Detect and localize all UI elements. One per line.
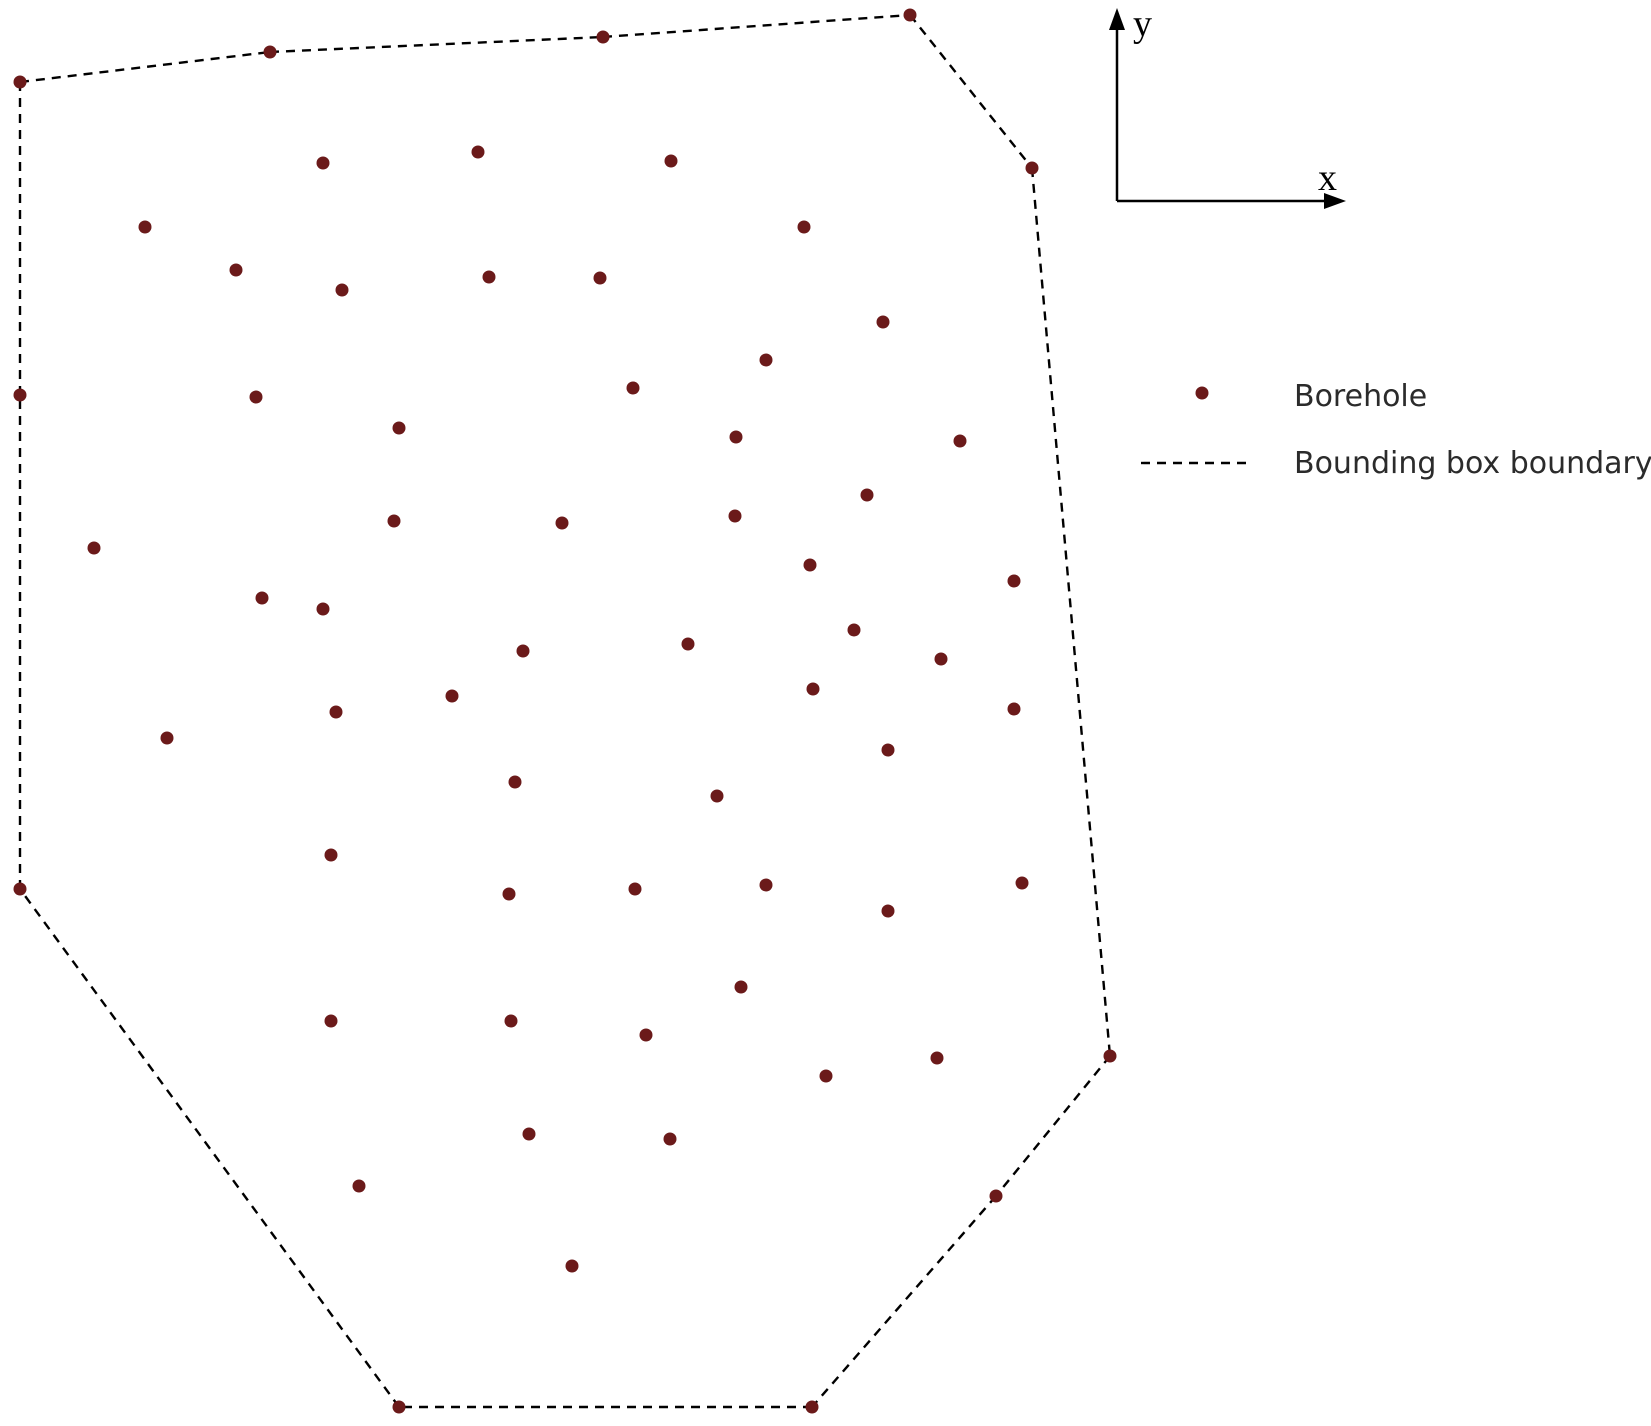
borehole-point — [876, 315, 890, 329]
borehole-point — [482, 270, 496, 284]
borehole-point — [881, 904, 895, 918]
borehole-point — [710, 789, 724, 803]
borehole-point — [797, 220, 811, 234]
bounding-box-boundary — [18, 13, 1112, 1409]
y-axis-label: y — [1133, 3, 1152, 45]
legend-borehole-marker — [1195, 386, 1209, 400]
boundary-borehole — [13, 388, 27, 402]
borehole-point — [516, 644, 530, 658]
borehole-point — [387, 514, 401, 528]
borehole-point — [324, 1014, 338, 1028]
boundary-borehole — [989, 1189, 1003, 1203]
boundary-segment — [811, 1195, 997, 1408]
borehole-point — [759, 878, 773, 892]
borehole-point — [504, 1014, 518, 1028]
borehole-point — [628, 882, 642, 896]
borehole-point — [729, 430, 743, 444]
boundary-borehole — [263, 45, 277, 59]
borehole-point — [593, 271, 607, 285]
borehole-point — [255, 591, 269, 605]
borehole-point — [930, 1051, 944, 1065]
boundary-segment — [995, 1055, 1111, 1197]
borehole-point — [555, 516, 569, 530]
borehole-point — [819, 1069, 833, 1083]
borehole-point — [734, 980, 748, 994]
boundary-borehole — [1025, 161, 1039, 175]
borehole-point — [352, 1179, 366, 1193]
borehole-point — [329, 705, 343, 719]
borehole-point — [508, 775, 522, 789]
borehole-point — [953, 434, 967, 448]
borehole-point — [881, 743, 895, 757]
borehole-point — [860, 488, 874, 502]
borehole-point — [229, 263, 243, 277]
borehole-point — [639, 1028, 653, 1042]
legend: Borehole Bounding box boundary — [1141, 379, 1651, 481]
legend-boundary-label: Bounding box boundary — [1294, 446, 1651, 481]
boundary-borehole — [805, 1400, 819, 1414]
y-axis-arrowhead — [1109, 8, 1125, 30]
borehole-point — [728, 509, 742, 523]
boundary-borehole — [903, 8, 917, 22]
boundary-segment — [909, 14, 1033, 169]
borehole-point — [138, 220, 152, 234]
borehole-point — [681, 637, 695, 651]
boundary-boreholes — [13, 8, 1117, 1414]
boundary-segment — [1030, 167, 1112, 1057]
x-axis-arrowhead — [1324, 193, 1346, 209]
borehole-point — [1007, 574, 1021, 588]
borehole-point — [87, 541, 101, 555]
borehole-point — [471, 145, 485, 159]
borehole-point — [316, 602, 330, 616]
boundary-borehole — [596, 30, 610, 44]
legend-borehole-label: Borehole — [1294, 379, 1427, 414]
borehole-point — [160, 731, 174, 745]
borehole-point — [806, 682, 820, 696]
borehole-point — [565, 1259, 579, 1273]
borehole-point — [335, 283, 349, 297]
borehole-point — [759, 353, 773, 367]
boundary-segment — [602, 13, 911, 39]
x-axis-label: x — [1318, 157, 1337, 199]
boundary-borehole — [13, 882, 27, 896]
borehole-point — [445, 689, 459, 703]
borehole-point — [1007, 702, 1021, 716]
borehole-point — [249, 390, 263, 404]
boundary-borehole — [13, 75, 27, 89]
borehole-point — [324, 848, 338, 862]
borehole-point — [392, 421, 406, 435]
borehole-point — [664, 154, 678, 168]
borehole-point — [663, 1132, 677, 1146]
boundary-segment — [269, 35, 604, 54]
interior-boreholes — [87, 145, 1029, 1273]
borehole-point — [1015, 876, 1029, 890]
boundary-segment — [19, 888, 400, 1408]
borehole-point — [522, 1127, 536, 1141]
boundary-segment — [19, 50, 271, 84]
borehole-point — [934, 652, 948, 666]
boundary-borehole — [392, 1400, 406, 1414]
borehole-point — [502, 887, 516, 901]
axis-indicator: y x — [1109, 3, 1346, 209]
borehole-point — [316, 156, 330, 170]
borehole-point — [803, 558, 817, 572]
boundary-borehole — [1103, 1049, 1117, 1063]
borehole-point — [847, 623, 861, 637]
borehole-point — [626, 381, 640, 395]
